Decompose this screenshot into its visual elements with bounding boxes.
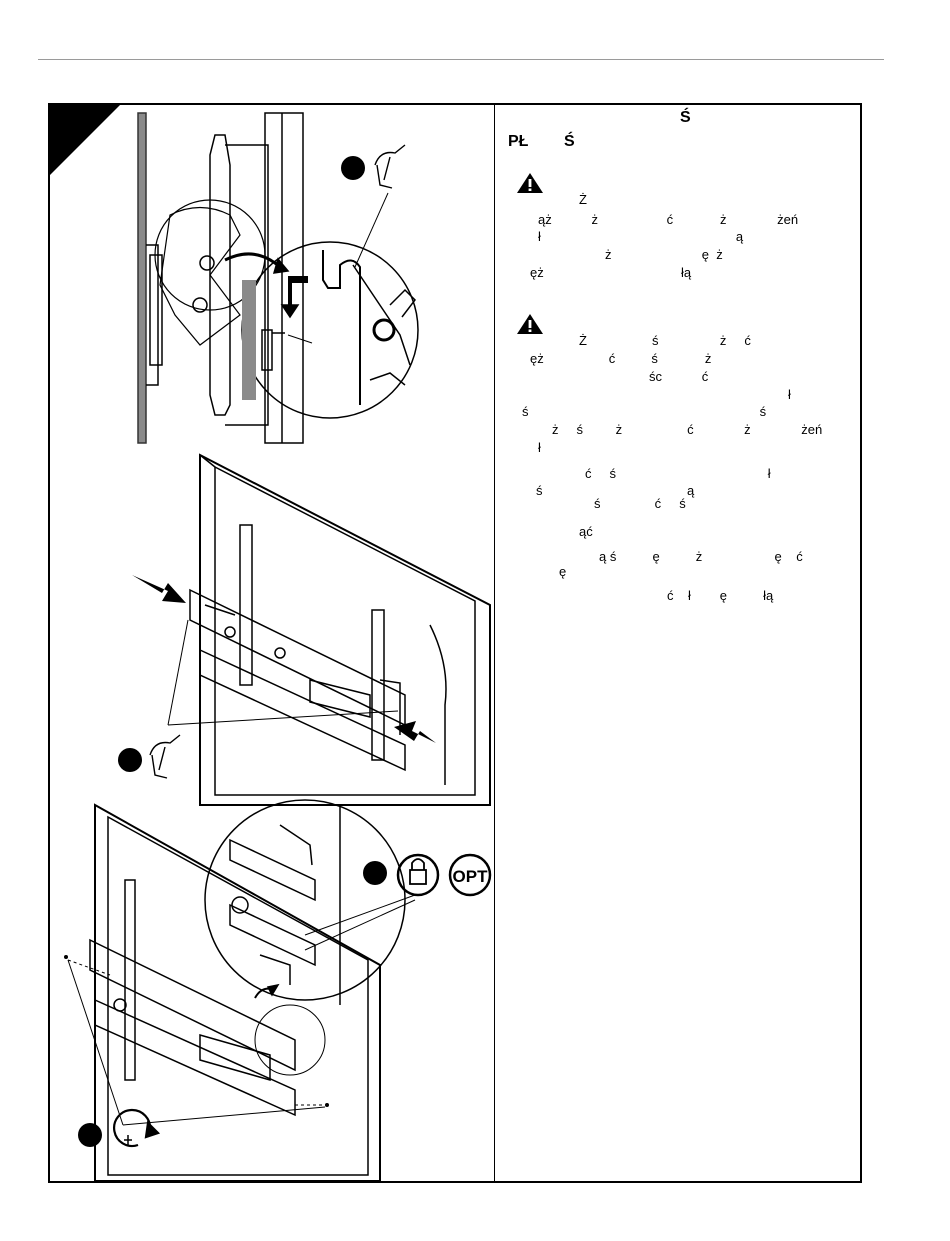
warning-2-line: ć ł ę łą bbox=[667, 588, 774, 603]
step-dot-3 bbox=[363, 861, 387, 885]
warning-1-line: ąż ż ć ż żeń bbox=[538, 212, 799, 227]
warning-1-line: ł ą bbox=[538, 229, 744, 244]
warning-2-line: ę bbox=[559, 564, 567, 579]
installation-illustration: OPT bbox=[64, 112, 492, 1181]
warning-2-line: ć ś ł bbox=[585, 466, 771, 481]
warning-2-line: ż ś ż ć ż żeń bbox=[552, 422, 823, 437]
warning-1-line: Ż bbox=[579, 192, 587, 207]
hand-icon-1 bbox=[374, 144, 406, 189]
rotate-screw-icon bbox=[113, 1108, 161, 1148]
instruction-frame bbox=[48, 103, 862, 1183]
panel-3 bbox=[67, 799, 416, 1181]
column-divider bbox=[494, 103, 495, 1183]
step-dot-2 bbox=[118, 748, 142, 772]
warning-2-line: ęż ć ś ż bbox=[530, 351, 712, 366]
step-corner-marker bbox=[50, 105, 120, 175]
wall-section bbox=[137, 112, 147, 444]
arrow-right-in bbox=[394, 721, 436, 743]
header-rule bbox=[38, 59, 884, 60]
warning-1-line: ęż łą bbox=[530, 265, 692, 280]
opt-icon: OPT bbox=[448, 853, 492, 897]
hand-icon-2 bbox=[149, 734, 181, 779]
arrow-left-in bbox=[132, 575, 186, 603]
panel-2 bbox=[189, 453, 491, 806]
wall-plate-side bbox=[209, 134, 231, 416]
warning-triangle-icon bbox=[517, 314, 543, 334]
opt-label: OPT bbox=[453, 867, 489, 886]
warning-2-line: ą ś ę ż ę ć bbox=[599, 549, 803, 564]
step-dot-4 bbox=[78, 1123, 102, 1147]
lock-icon bbox=[396, 853, 440, 897]
warning-2-line: ś ą bbox=[536, 483, 695, 498]
warning-2-line: ś ć ś bbox=[594, 496, 686, 511]
warning-2-line: ś ś bbox=[522, 404, 767, 419]
section-title-line2: PŁ Ś bbox=[508, 133, 575, 150]
warning-triangle-icon bbox=[517, 173, 543, 193]
warning-2-line: ąć bbox=[579, 524, 593, 539]
warning-2-line: ł bbox=[788, 387, 791, 402]
warning-2-line: Ż ś ż ć bbox=[579, 333, 751, 348]
step-dot-1 bbox=[341, 156, 365, 180]
warning-2-line: śc ć bbox=[649, 369, 709, 384]
section-title-line1: Ś bbox=[680, 109, 691, 126]
detail-magnifier-2 bbox=[204, 799, 406, 1001]
warning-2-line: ł bbox=[538, 440, 541, 455]
warning-1-line: ż ę ż bbox=[605, 247, 723, 262]
